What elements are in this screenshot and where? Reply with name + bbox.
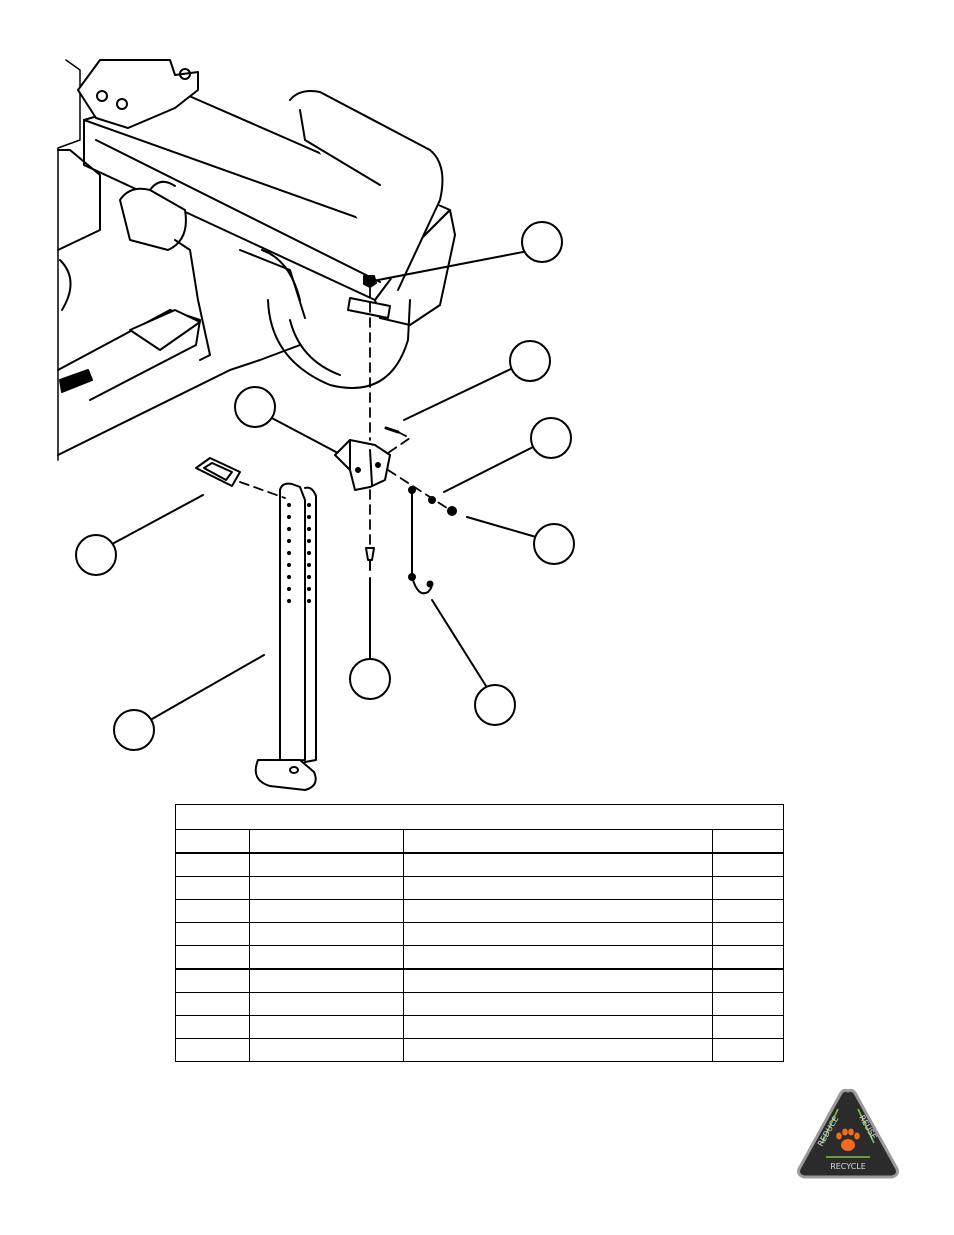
header-cell (249, 829, 404, 854)
table-row (175, 1015, 784, 1039)
table-title (175, 804, 784, 830)
logo-word-recycle: RECYCLE (830, 1162, 866, 1171)
header-cell (712, 829, 784, 854)
exploded-parts-diagram (57, 59, 575, 791)
table-cell (403, 899, 713, 923)
table-cell (175, 1038, 250, 1062)
table-cell (403, 945, 713, 970)
table-cell (249, 852, 404, 877)
splitter-frame-assembly (57, 59, 456, 461)
table-cell (249, 968, 404, 993)
header-cell (403, 829, 713, 854)
table-cell (175, 945, 250, 970)
table-row (175, 922, 784, 946)
callout-5 (533, 523, 575, 565)
leader-lines (113, 251, 537, 720)
table-cell (403, 992, 713, 1016)
jack-stand (254, 482, 317, 791)
callout-9 (113, 709, 155, 751)
table-cell (712, 899, 784, 923)
table-cell (249, 945, 404, 970)
table-cell (175, 876, 250, 900)
table-cell (175, 1015, 250, 1039)
callout-6 (75, 534, 117, 576)
callout-8 (474, 684, 516, 726)
lock-nut (447, 506, 457, 516)
table-cell (712, 945, 784, 970)
explode-lines (239, 287, 451, 546)
callout-2 (509, 340, 551, 382)
table-cell (175, 992, 250, 1016)
table-row (175, 1038, 784, 1062)
small-bolt (384, 426, 400, 434)
callout-4 (530, 417, 572, 459)
callout-3 (234, 386, 276, 428)
table-cell (712, 852, 784, 877)
recycle-arrows-icon (821, 1108, 875, 1158)
retaining-clip (195, 457, 241, 487)
parts-list-table (175, 804, 784, 1062)
jack-mounting-bracket (334, 439, 391, 491)
table-cell (712, 1038, 784, 1062)
carriage-bolt (365, 547, 375, 571)
paw-print-icon (836, 1128, 860, 1151)
table-cell (403, 876, 713, 900)
header-cell (175, 829, 250, 854)
callout-7 (349, 658, 391, 700)
table-header-row (175, 829, 784, 854)
table-cell (403, 852, 713, 877)
table-cell (403, 1015, 713, 1039)
table-row (175, 945, 784, 970)
table-row (175, 968, 784, 993)
table-row (175, 876, 784, 900)
table-cell (249, 1015, 404, 1039)
table-cell (175, 899, 250, 923)
table-title-row (175, 804, 784, 830)
table-cell (175, 968, 250, 993)
table-cell (712, 922, 784, 946)
table-cell (403, 1038, 713, 1062)
table-cell (403, 922, 713, 946)
table-cell (249, 922, 404, 946)
table-cell (712, 1015, 784, 1039)
table-cell (175, 852, 250, 877)
hitch-pin-lanyard (408, 486, 434, 595)
table-cell (249, 899, 404, 923)
table-row (175, 852, 784, 877)
table-row (175, 899, 784, 923)
table-cell (403, 968, 713, 993)
table-cell (249, 876, 404, 900)
table-cell (175, 922, 250, 946)
hex-nut (363, 275, 377, 288)
table-cell (712, 992, 784, 1016)
table-cell (712, 968, 784, 993)
table-cell (249, 1038, 404, 1062)
table-cell (712, 876, 784, 900)
table-cell (249, 992, 404, 1016)
table-row (175, 992, 784, 1016)
reduce-reuse-recycle-logo: REDUCE REUSE RECYCLE (797, 1088, 899, 1179)
callout-1 (521, 221, 563, 263)
